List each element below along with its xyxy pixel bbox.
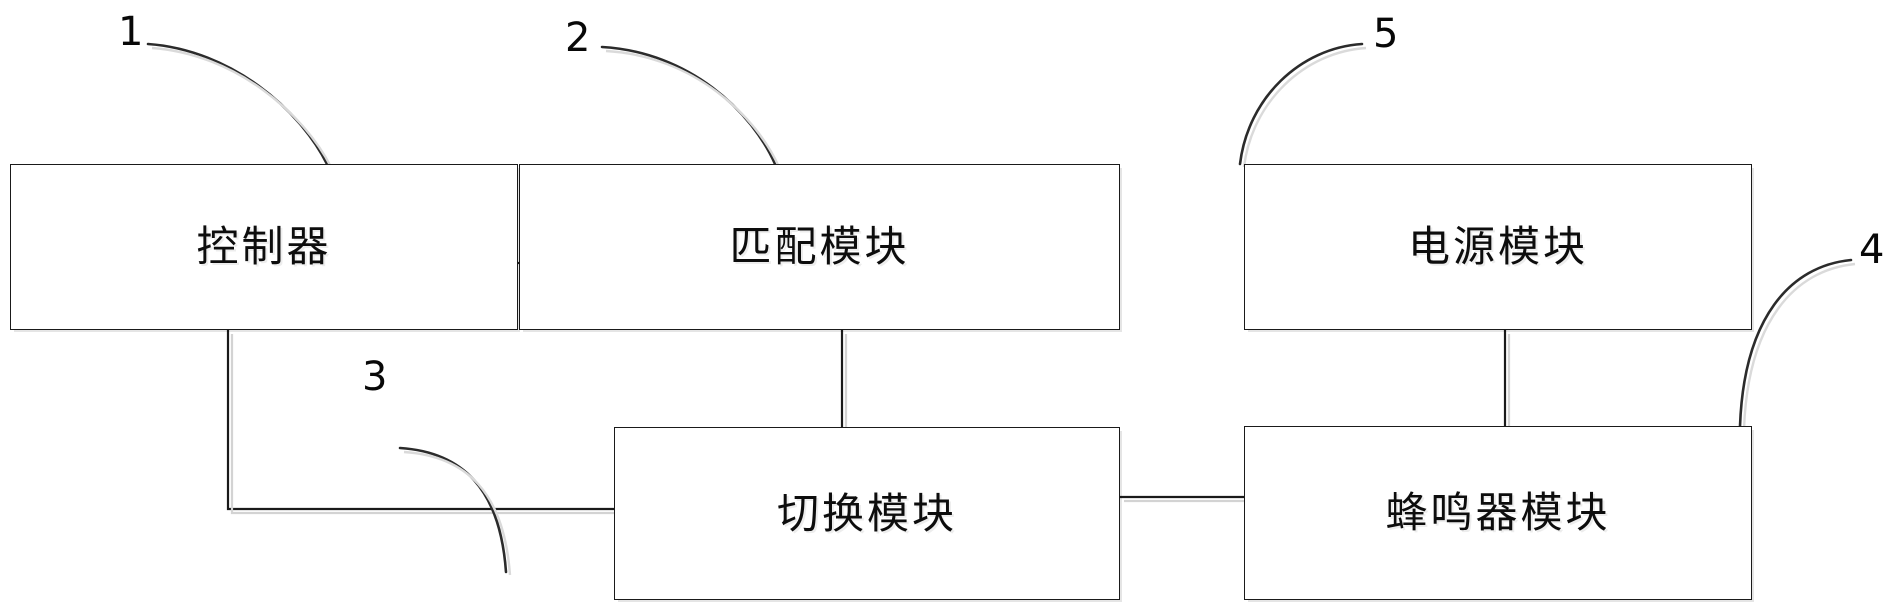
- buzzer-module-block-label: 蜂鸣器模块: [1385, 488, 1611, 537]
- switching-module-block[interactable]: 切换模块: [614, 427, 1120, 600]
- controller-block-label: 控制器: [196, 222, 332, 271]
- switching-module-block-label: 切换模块: [776, 488, 957, 538]
- leader-line-5: [1238, 42, 1364, 166]
- connector-controller-switching: [226, 330, 614, 511]
- ref-number-2: 2: [565, 15, 591, 61]
- matching-module-block[interactable]: 匹配模块: [519, 164, 1120, 330]
- ref-number-1: 1: [118, 9, 144, 55]
- leader-line-1: [146, 42, 329, 166]
- buzzer-module-block[interactable]: 蜂鸣器模块: [1244, 426, 1752, 600]
- ref-number-5: 5: [1373, 11, 1399, 57]
- leader-line-2: [600, 45, 777, 166]
- power-module-block-label: 电源模块: [1407, 222, 1588, 271]
- power-module-block[interactable]: 电源模块: [1244, 164, 1752, 330]
- controller-block[interactable]: 控制器: [10, 164, 518, 330]
- ref-number-3: 3: [362, 354, 388, 400]
- matching-module-block-label: 匹配模块: [729, 222, 910, 271]
- leader-line-4: [1738, 258, 1853, 428]
- ref-number-4: 4: [1859, 227, 1885, 273]
